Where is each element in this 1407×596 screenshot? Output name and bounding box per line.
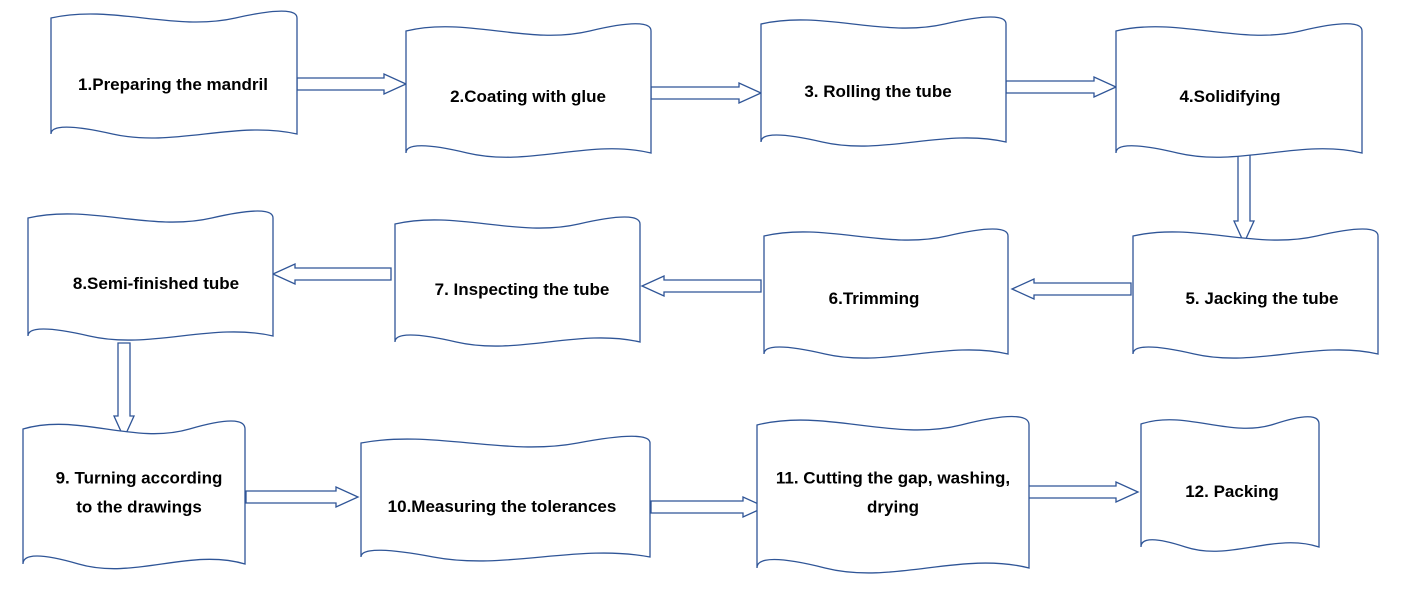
arrow-11-to-12 [1027,480,1140,504]
step-shape-1 [50,10,298,139]
step-label-line: 6.Trimming [829,289,920,308]
step-label-line: 9. Turning according [56,469,223,488]
step-shape-9 [22,420,246,570]
nodes-layer: 1.Preparing the mandril 2.Coating with gl… [22,10,1379,574]
step-node-1: 1.Preparing the mandril [50,10,298,139]
step-label-9: 9. Turning according to the drawings [56,469,223,517]
step-label-5: 5. Jacking the tube [1185,289,1338,308]
arrow-1-to-2 [296,72,408,96]
arrow-5-to-6 [1010,277,1132,301]
step-label-line: drying [867,498,919,517]
arrows-layer [112,72,1256,519]
step-label-6: 6.Trimming [829,289,920,308]
step-label-line: 12. Packing [1185,482,1279,501]
step-node-12: 12. Packing [1140,416,1320,552]
arrow-9-to-10 [245,485,360,509]
arrow-8-to-9 [112,342,136,440]
step-label-line: 1.Preparing the mandril [78,75,268,94]
step-shape-12 [1140,416,1320,552]
step-node-4: 4.Solidifying [1115,23,1363,158]
step-node-8: 8.Semi-finished tube [27,210,274,341]
step-label-11: 11. Cutting the gap, washing, drying [776,469,1010,517]
step-node-10: 10.Measuring the tolerances [360,435,651,562]
step-shape-6 [763,228,1009,359]
step-shape-11 [756,415,1030,574]
arrow-7-to-8 [271,262,392,286]
step-label-12: 12. Packing [1185,482,1279,501]
arrow-3-to-4 [1005,75,1118,99]
step-shape-2 [405,23,652,158]
step-label-8: 8.Semi-finished tube [73,274,239,293]
step-shape-10 [360,435,651,562]
step-label-line: 2.Coating with glue [450,87,606,106]
step-label-10: 10.Measuring the tolerances [388,497,617,516]
step-label-3: 3. Rolling the tube [804,82,951,101]
step-label-2: 2.Coating with glue [450,87,606,106]
step-node-9: 9. Turning according to the drawings [22,420,246,570]
step-label-line: 5. Jacking the tube [1185,289,1338,308]
step-shape-8 [27,210,274,341]
step-shape-3 [760,16,1007,147]
arrow-10-to-11 [650,495,767,519]
step-shape-4 [1115,23,1363,158]
step-node-3: 3. Rolling the tube [760,16,1007,147]
step-node-6: 6.Trimming [763,228,1009,359]
step-label-line: to the drawings [76,498,202,517]
step-label-line: 3. Rolling the tube [804,82,951,101]
step-node-5: 5. Jacking the tube [1132,228,1379,359]
step-node-2: 2.Coating with glue [405,23,652,158]
step-label-line: 10.Measuring the tolerances [388,497,617,516]
step-node-11: 11. Cutting the gap, washing, drying [756,415,1030,574]
step-label-7: 7. Inspecting the tube [435,280,610,299]
arrow-4-to-5 [1232,144,1256,245]
step-label-1: 1.Preparing the mandril [78,75,268,94]
step-label-line: 4.Solidifying [1179,87,1280,106]
arrow-2-to-3 [650,81,763,105]
step-shape-5 [1132,228,1379,359]
step-shape-7 [394,216,641,347]
step-label-line: 11. Cutting the gap, washing, [776,469,1010,488]
step-node-7: 7. Inspecting the tube [394,216,641,347]
step-label-4: 4.Solidifying [1179,87,1280,106]
step-label-line: 8.Semi-finished tube [73,274,239,293]
step-label-line: 7. Inspecting the tube [435,280,610,299]
arrow-6-to-7 [640,274,762,298]
